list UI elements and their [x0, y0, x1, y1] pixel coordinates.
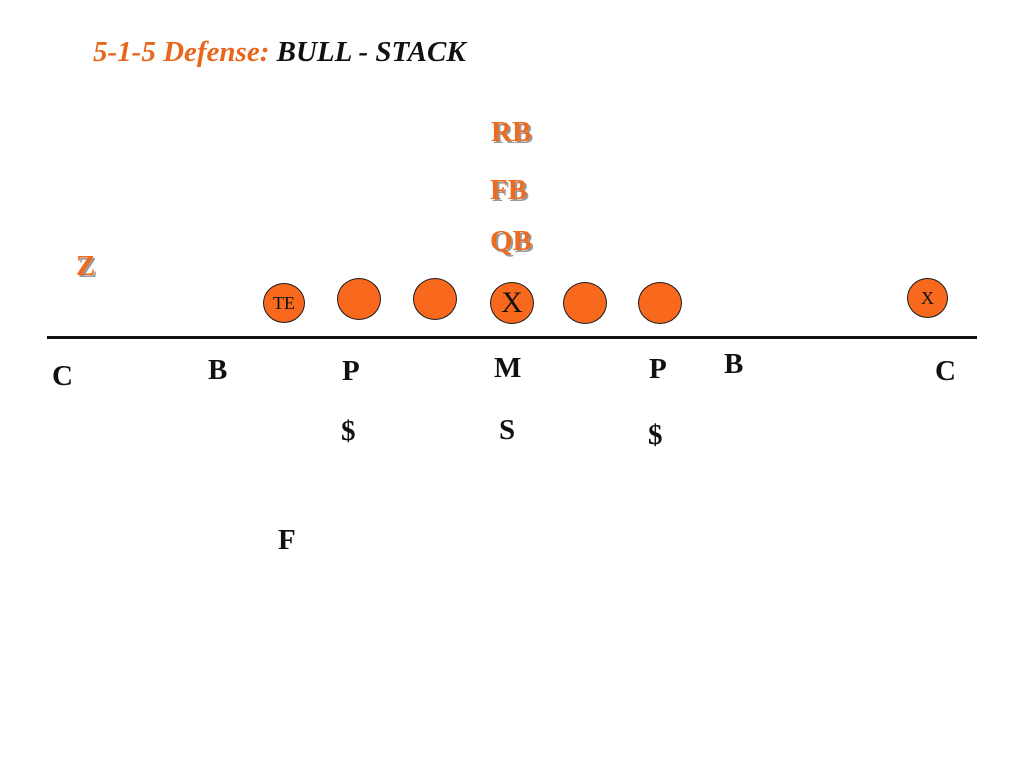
line-of-scrimmage [47, 336, 977, 339]
tight-end-player: TE [263, 283, 305, 323]
defender-backer-right: B [724, 348, 744, 380]
lineman-left-guard [413, 278, 457, 320]
x-receiver-label: X [921, 287, 934, 308]
lineman-right-tackle [638, 282, 682, 324]
te-label: TE [273, 292, 295, 313]
defender-dollar-right: $ [648, 419, 663, 451]
defender-backer-left: B [208, 354, 228, 386]
defender-safety: S [499, 414, 516, 446]
defender-plug-right: P [649, 353, 667, 385]
title-formation: 5-1-5 Defense: [93, 36, 270, 68]
page-title: 5-1-5 Defense: BULL - STACK [93, 36, 466, 69]
fb-label: FB [490, 174, 528, 206]
center-player: X [490, 282, 534, 324]
defender-plug-left: P [342, 355, 360, 387]
z-receiver-label: Z [76, 250, 96, 282]
lineman-left-tackle [337, 278, 381, 320]
title-call: BULL - STACK [276, 36, 466, 68]
defender-dollar-left: $ [341, 415, 356, 447]
qb-label: QB [490, 225, 532, 257]
center-label: X [501, 286, 523, 319]
defender-free: F [278, 524, 296, 556]
defender-corner-left: C [52, 360, 73, 392]
defender-corner-right: C [935, 355, 956, 387]
lineman-right-guard [563, 282, 607, 324]
defender-mike: M [494, 352, 522, 384]
rb-label: RB [491, 116, 532, 148]
x-receiver-player: X [907, 278, 948, 318]
